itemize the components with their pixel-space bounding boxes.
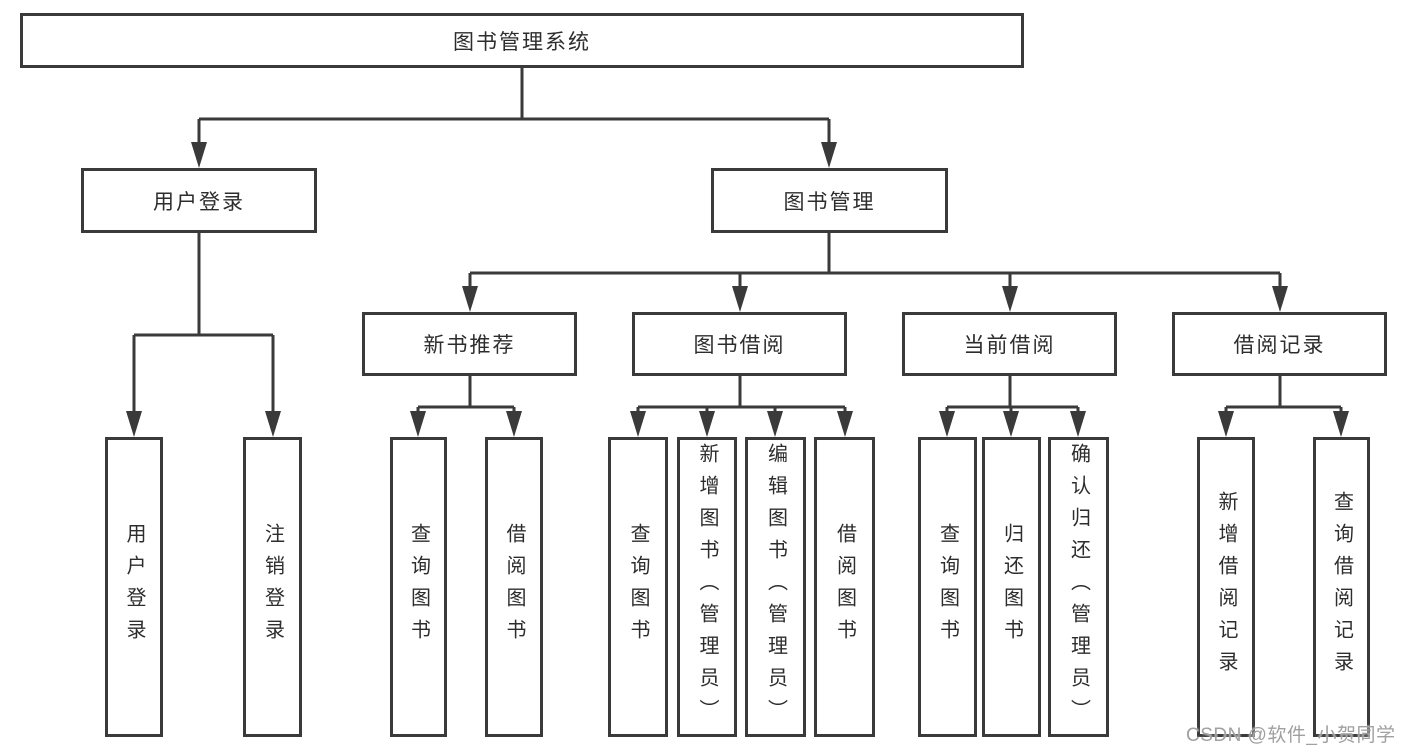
leaf-query-books-borrow-label: 查询图书 — [627, 523, 649, 651]
leaf-query-books-recommend: 查询图书 — [390, 437, 447, 737]
leaf-user-login: 用户登录 — [105, 437, 163, 737]
leaf-add-book-admin-label: 新增图书（管理员） — [696, 443, 718, 731]
node-borrowing-records: 借阅记录 — [1172, 312, 1387, 376]
leaf-logout-label: 注销登录 — [261, 523, 284, 651]
leaf-confirm-return-admin-label: 确认归还（管理员） — [1067, 443, 1090, 731]
leaf-query-borrow-record-label: 查询借阅记录 — [1330, 491, 1353, 683]
node-current-borrowing: 当前借阅 — [902, 312, 1117, 376]
leaf-borrow-book: 借阅图书 — [814, 437, 875, 737]
node-new-book-recommend-label: 新书推荐 — [423, 334, 516, 357]
leaf-edit-book-admin: 编辑图书（管理员） — [745, 437, 806, 737]
node-current-borrowing-label: 当前借阅 — [963, 334, 1056, 357]
arrowheads — [126, 142, 1349, 437]
leaf-confirm-return-admin: 确认归还（管理员） — [1048, 437, 1109, 737]
leaf-return-book-label: 归还图书 — [1000, 523, 1023, 651]
leaf-add-borrow-record-label: 新增借阅记录 — [1215, 491, 1237, 683]
node-book-management-label: 图书管理 — [783, 190, 876, 214]
leaf-borrow-books-recommend-label: 借阅图书 — [503, 523, 525, 651]
node-user-login-label: 用户登录 — [153, 190, 245, 214]
leaf-edit-book-admin-label: 编辑图书（管理员） — [764, 443, 787, 731]
leaf-user-login-label: 用户登录 — [123, 523, 145, 651]
leaf-logout: 注销登录 — [243, 437, 302, 737]
leaf-query-borrow-record: 查询借阅记录 — [1313, 437, 1370, 737]
node-library-system-label: 图书管理系统 — [453, 30, 591, 54]
leaf-add-borrow-record: 新增借阅记录 — [1197, 437, 1255, 737]
leaf-return-book: 归还图书 — [982, 437, 1041, 737]
leaf-query-books-recommend-label: 查询图书 — [407, 523, 430, 651]
leaf-query-books-borrow: 查询图书 — [608, 437, 668, 737]
leaf-add-book-admin: 新增图书（管理员） — [677, 437, 737, 737]
node-book-management: 图书管理 — [711, 168, 948, 233]
node-user-login: 用户登录 — [81, 168, 317, 233]
node-library-system: 图书管理系统 — [20, 13, 1024, 68]
csdn-watermark: CSDN @软件_小贺同学 — [1186, 725, 1396, 746]
node-borrowing-records-label: 借阅记录 — [1233, 334, 1326, 357]
leaf-borrow-book-label: 借阅图书 — [833, 523, 856, 651]
node-book-borrowing-label: 图书借阅 — [693, 334, 786, 357]
leaf-query-books-current: 查询图书 — [918, 437, 977, 737]
leaf-borrow-books-recommend: 借阅图书 — [485, 437, 543, 737]
node-book-borrowing: 图书借阅 — [632, 312, 847, 376]
node-new-book-recommend: 新书推荐 — [362, 312, 577, 376]
leaf-query-books-current-label: 查询图书 — [936, 523, 959, 651]
